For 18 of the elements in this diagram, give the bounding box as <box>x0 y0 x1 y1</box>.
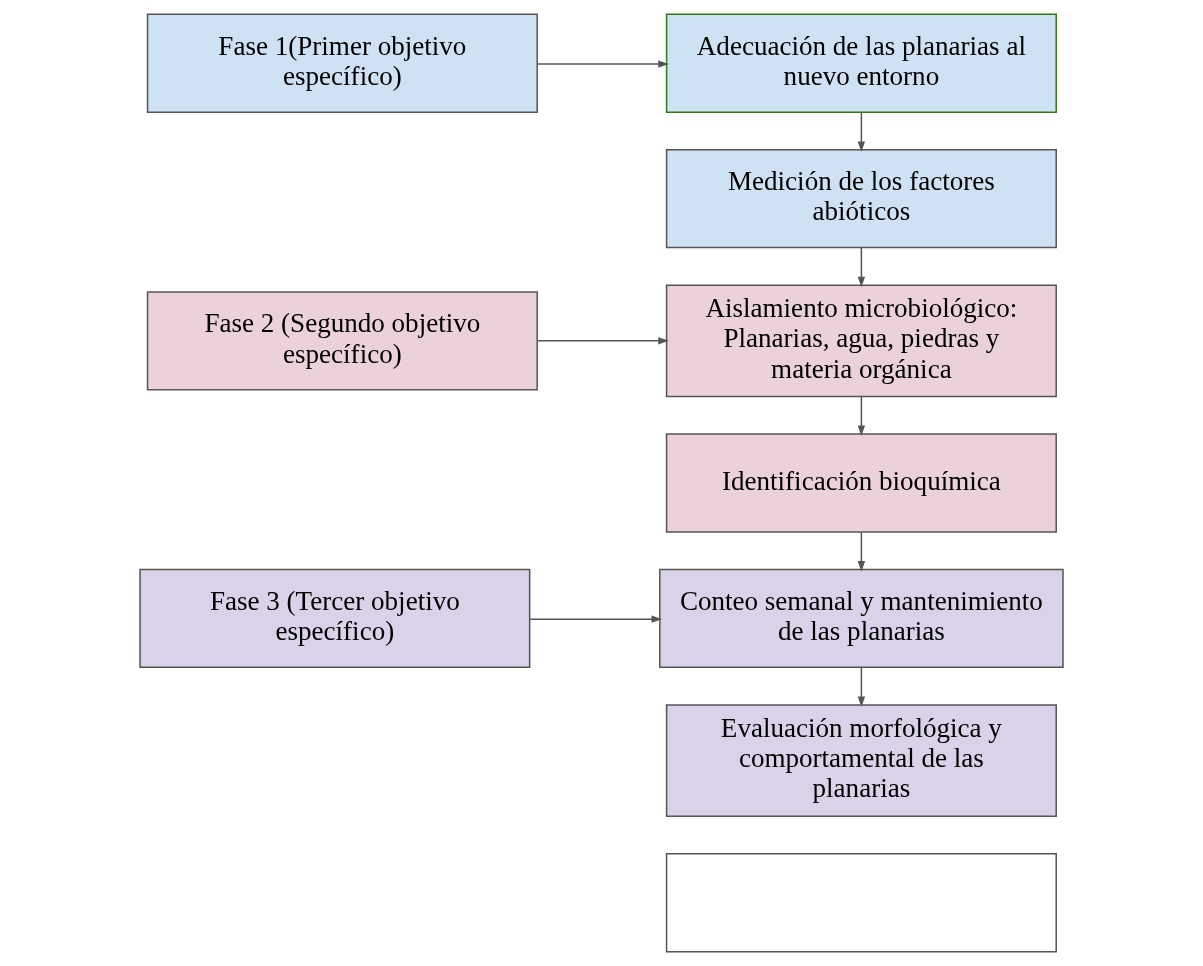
node-box: Fase 1(Primer objetivo específico) <box>146 13 538 113</box>
arrow <box>857 246 866 288</box>
arrow <box>857 531 866 572</box>
node-box: Evaluación morfológica y comportamental de las planarias <box>665 704 1057 817</box>
arrow <box>857 666 866 707</box>
arrow <box>857 395 866 437</box>
node-box: Adecuación de las planarias al nuevo entorno <box>665 13 1057 113</box>
node-box: Fase 2 (Segundo objetivo específico) <box>146 291 538 391</box>
node-box: Conteo semanal y mantenimiento de las planarias <box>659 568 1064 669</box>
arrow <box>857 111 866 152</box>
node-box: Medición de los factores abióticos <box>665 149 1057 249</box>
node-box: Aislamiento microbiológico: Planarias, agua, piedras y materia orgánica <box>665 284 1057 398</box>
node-box <box>665 853 1057 953</box>
node-box: Fase 3 (Tercer objetivo específico) <box>139 568 531 669</box>
arrow <box>537 60 669 68</box>
node-box: Identificación bioquímica <box>665 433 1057 533</box>
arrow <box>529 615 663 623</box>
arrow <box>537 337 669 345</box>
